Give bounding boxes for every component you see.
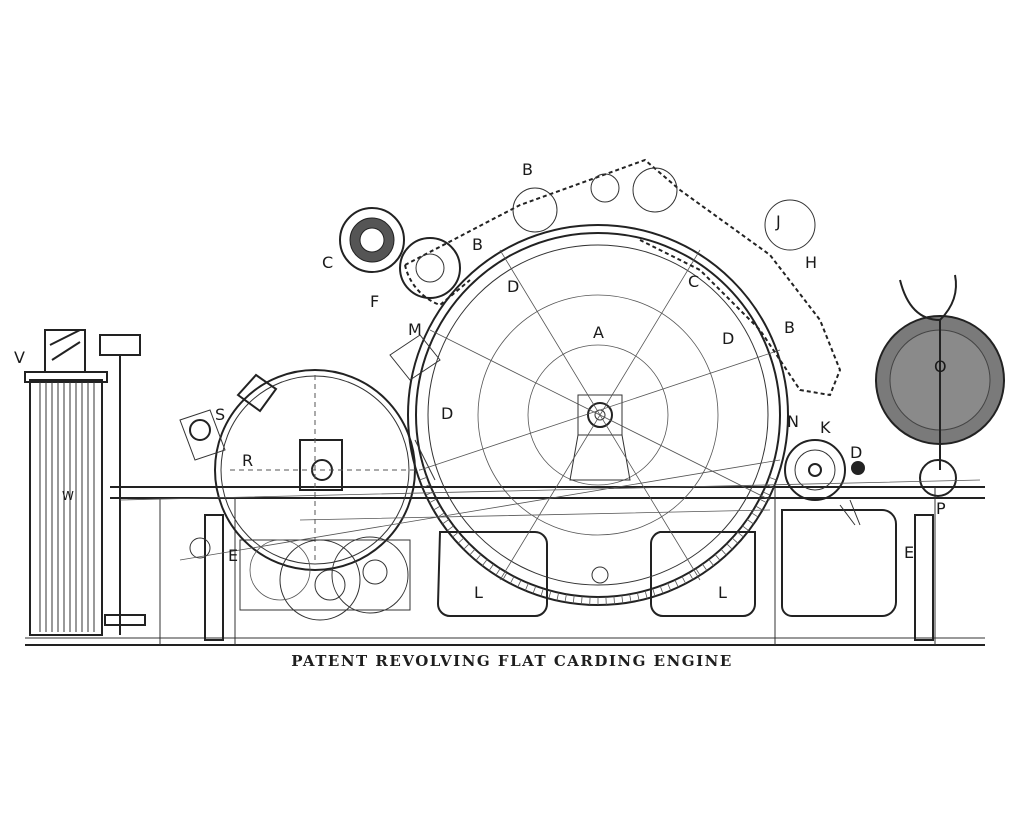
calender-o [875, 274, 1005, 497]
flats-chain-b [399, 158, 842, 397]
main-cylinder-a [407, 224, 789, 606]
machine-frame [25, 486, 985, 646]
label-c-brush: C [322, 253, 333, 272]
label-d-4: D [850, 443, 862, 462]
label-h: H [805, 253, 817, 272]
label-a: A [593, 323, 604, 342]
diagram-labels: B B B C C F J H D D D D A M N K O R S V … [14, 160, 947, 602]
label-v: V [14, 348, 25, 367]
label-b-top: B [522, 160, 533, 179]
label-d-1: D [507, 277, 519, 296]
label-l-right: L [718, 583, 727, 602]
label-b-right: B [784, 318, 795, 337]
label-m: M [408, 320, 422, 339]
label-b-left: B [472, 235, 483, 254]
label-j: J [775, 212, 781, 231]
label-f: F [370, 292, 379, 311]
label-d-3: D [441, 404, 453, 423]
label-k: K [820, 418, 831, 437]
label-s: S [215, 405, 225, 424]
lower-gears [249, 536, 409, 621]
brush-c [339, 207, 405, 273]
label-w: W [62, 489, 74, 503]
label-n: N [787, 412, 799, 431]
label-l-left: L [474, 583, 483, 602]
label-r: R [242, 451, 253, 470]
label-d-2: D [722, 329, 734, 348]
figure-caption: PATENT REVOLVING FLAT CARDING ENGINE [291, 652, 733, 670]
misc-linkages [119, 334, 981, 561]
doffer-r [179, 369, 420, 571]
label-o: O [934, 357, 947, 376]
doffer-roll-k [784, 439, 865, 526]
label-e-left: E [228, 546, 238, 565]
coiler-can-w [24, 329, 146, 636]
label-e-right: E [904, 543, 914, 562]
label-p: P [936, 499, 946, 518]
label-c-flat: C [688, 272, 699, 291]
